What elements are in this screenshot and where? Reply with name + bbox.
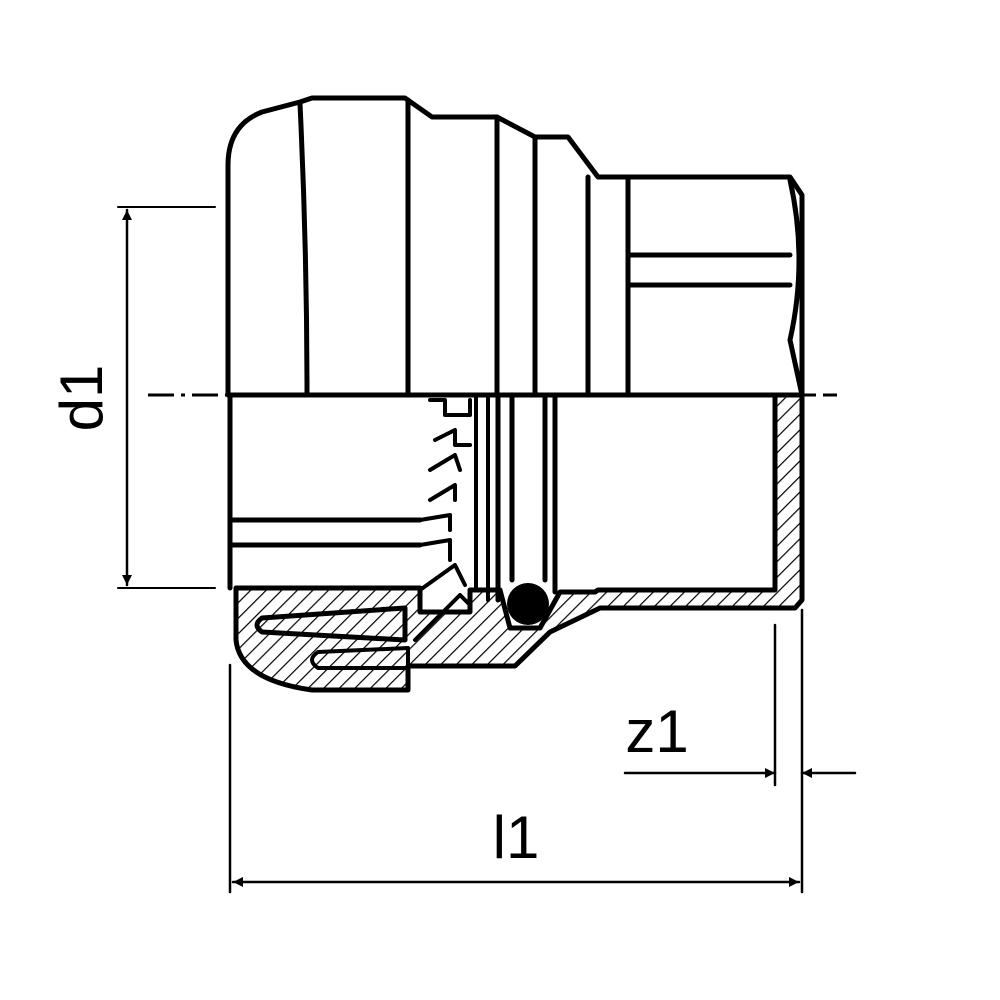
cap-contour-line	[297, 101, 310, 398]
z1-label: z1	[625, 698, 688, 765]
collet-body-lines	[474, 396, 490, 602]
fitting-exterior-view	[225, 95, 805, 398]
dimension-z1: z1	[623, 608, 857, 894]
collet-teeth	[413, 398, 472, 642]
release-sleeve-section	[310, 646, 410, 670]
grip-ring-section	[254, 605, 408, 643]
dimension-d1: d1	[48, 206, 216, 589]
body-wall-section	[233, 392, 805, 693]
l1-label: l1	[493, 804, 540, 871]
thread-chamfer-line	[787, 177, 805, 398]
dimension-l1: l1	[228, 663, 801, 894]
fitting-outline-top	[225, 95, 805, 398]
o-ring	[507, 583, 549, 625]
d1-label: d1	[48, 365, 115, 432]
fitting-section-view	[227, 392, 805, 693]
